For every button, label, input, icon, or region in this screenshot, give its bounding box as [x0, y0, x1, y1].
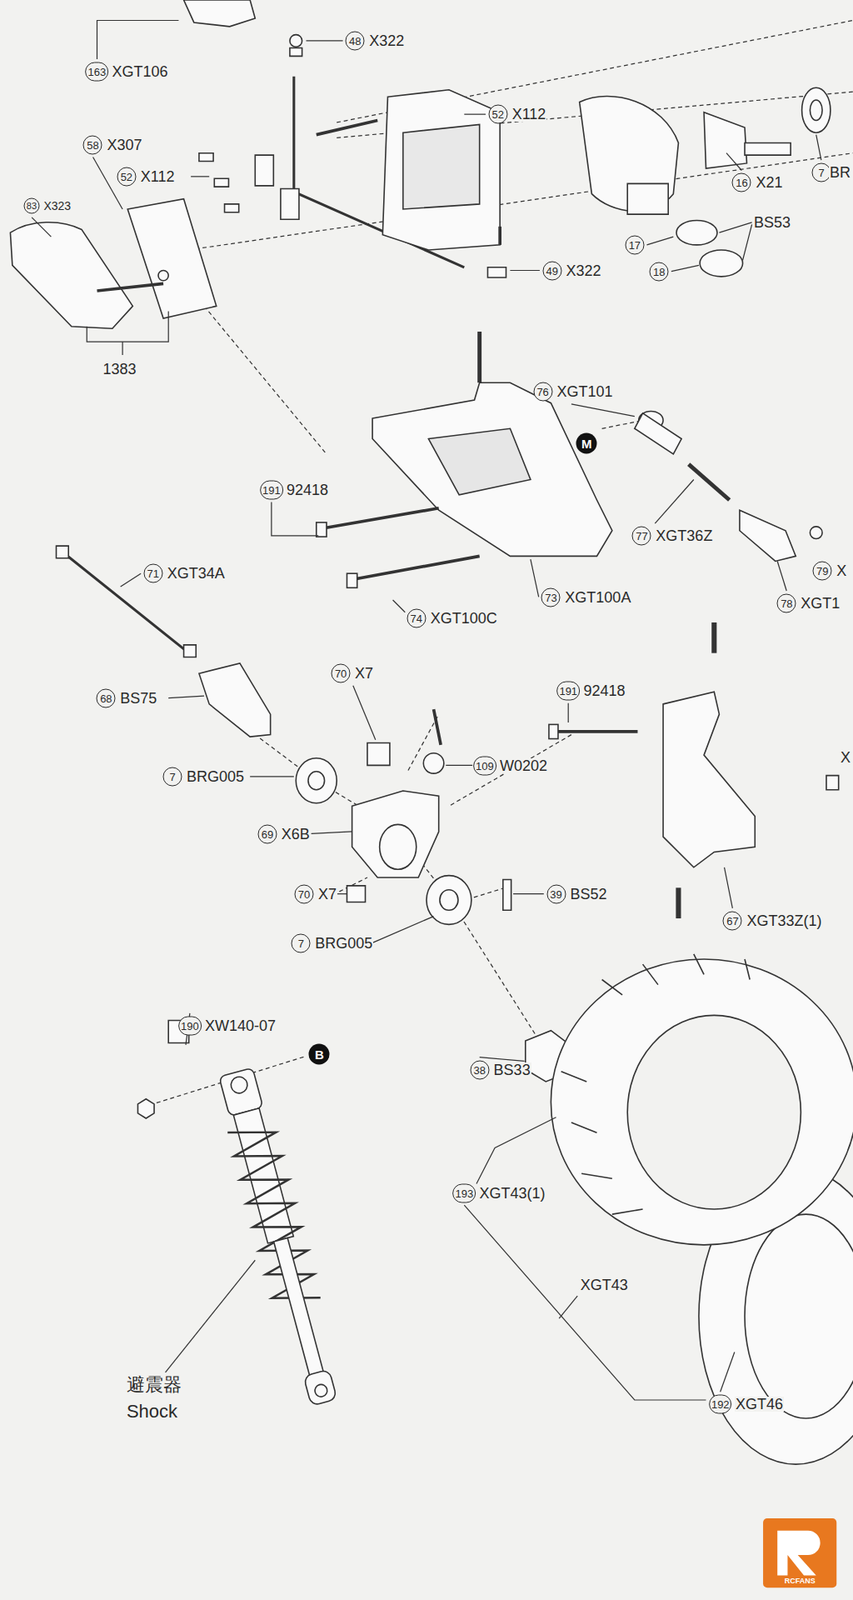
callout-number: 77	[632, 526, 652, 546]
part-number: X322	[565, 263, 603, 279]
part-number: BS52	[568, 886, 608, 902]
part-number: X112	[511, 106, 548, 122]
part-number: BS75	[119, 690, 158, 706]
part-number: X322	[368, 33, 405, 49]
part-number: BRG005	[314, 935, 374, 951]
callout-number: 67	[723, 910, 743, 930]
callout-number: 193	[452, 1182, 476, 1203]
part-number: XGT106	[111, 64, 170, 80]
callout-number: 191	[259, 479, 284, 499]
callout-number: 48	[345, 30, 365, 50]
part-number: XGT100A	[563, 589, 632, 605]
callout-number: 70	[294, 883, 315, 903]
callout-number: 191	[556, 681, 580, 701]
callout-number: 78	[777, 593, 797, 613]
callout-number: 68	[96, 688, 116, 708]
callout-number: 83	[23, 198, 40, 215]
callout-number: 76	[533, 382, 553, 402]
callout-number: 39	[546, 883, 566, 903]
callout-number: 52	[116, 166, 136, 186]
part-number: BRG005	[185, 768, 245, 784]
part-number: 1383	[101, 361, 137, 377]
part-name: Shock	[126, 1401, 178, 1421]
callout-number: 69	[257, 823, 277, 844]
part-number: X112	[139, 169, 176, 185]
part-number: XGT36Z	[654, 528, 714, 544]
part-number: BS33	[493, 1062, 532, 1078]
part-number: X21	[754, 174, 784, 190]
callout-number: 71	[143, 563, 163, 584]
part-number: XGT33Z(1)	[745, 912, 823, 928]
part-number: XGT43	[579, 1277, 629, 1292]
callout-number: 58	[83, 134, 103, 155]
part-number: X7	[354, 665, 375, 681]
part-number: XGT100C	[429, 610, 499, 626]
part-number: XGT43(1)	[478, 1185, 546, 1201]
callout-number: 163	[85, 61, 110, 81]
watermark: RCFANS	[784, 1576, 816, 1585]
marker-letter: B	[309, 1043, 330, 1065]
callout-number: 74	[406, 608, 426, 629]
callout-number: 17	[624, 234, 644, 255]
part-number: XGT1	[799, 595, 841, 611]
callout-number: 38	[469, 1059, 489, 1079]
callout-number: 49	[542, 260, 562, 280]
callout-number: 190	[178, 1016, 202, 1036]
callout-number: 16	[732, 173, 752, 193]
part-number: BR	[828, 164, 852, 180]
part-name: 避震器	[126, 1375, 182, 1394]
callout-number: 109	[473, 755, 497, 775]
part-number: XGT34A	[166, 565, 226, 581]
part-number: XGT46	[734, 1396, 784, 1412]
part-number: XW140-07	[204, 1017, 277, 1033]
callout-number: 192	[708, 1394, 733, 1414]
part-number: X7	[317, 886, 338, 902]
part-number: XGT101	[556, 384, 614, 400]
marker-letter: M	[576, 432, 598, 454]
part-number: X6B	[280, 826, 311, 842]
callout-number: 73	[541, 587, 561, 607]
part-number: 92418	[582, 683, 626, 699]
callout-number: 7	[163, 767, 183, 787]
part-number: X	[835, 563, 848, 579]
callout-number: 52	[488, 104, 508, 125]
part-number: X	[839, 749, 852, 765]
callout-number: 79	[813, 560, 833, 580]
part-number: BS53	[753, 214, 792, 230]
part-number: W0202	[498, 758, 549, 774]
callout-number: 18	[649, 261, 669, 281]
part-number: 92418	[285, 482, 330, 498]
callout-number: 7	[291, 932, 311, 953]
part-number: X323	[42, 199, 72, 212]
callout-number: 70	[331, 663, 351, 684]
part-number: X307	[105, 137, 143, 153]
